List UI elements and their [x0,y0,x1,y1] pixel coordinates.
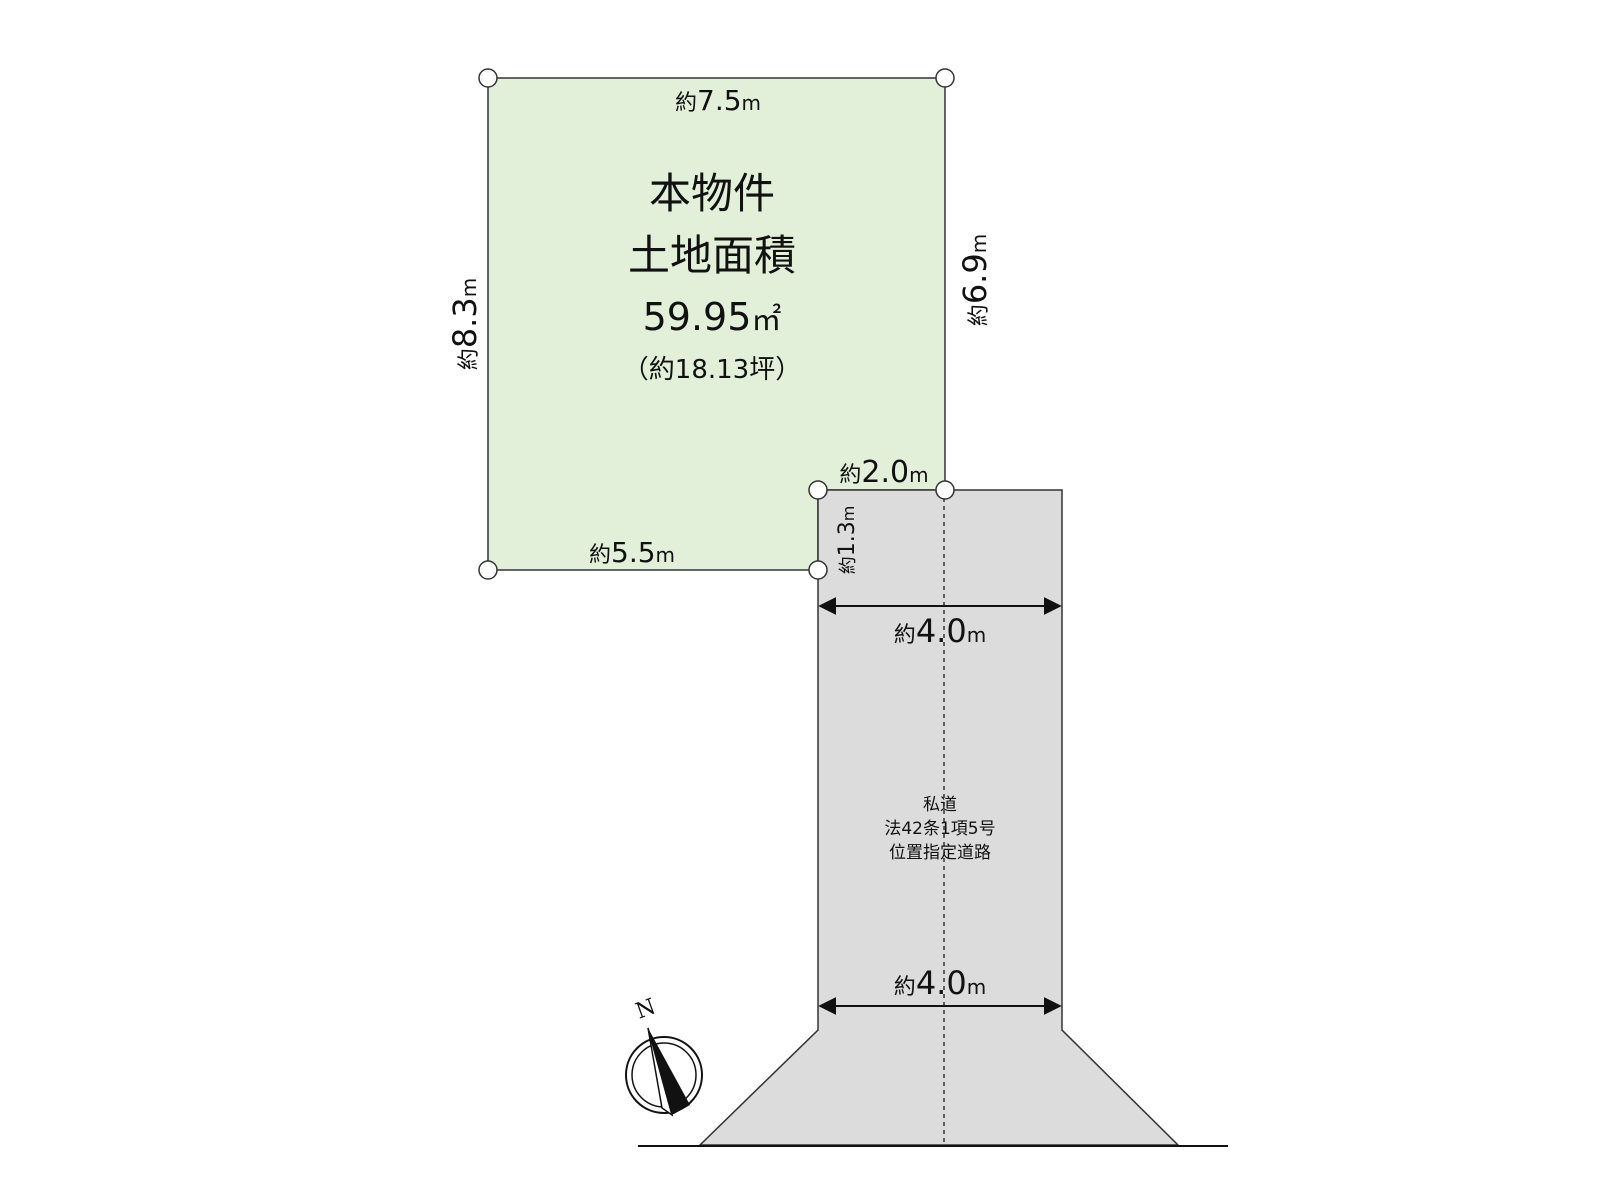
lot-title-line2: 土地面積 [628,231,796,280]
dim-right: 約6.9m [956,234,994,326]
area-number: 59.95 [643,295,752,339]
corner-marker [935,68,955,88]
dim-prefix: 約 [457,348,482,370]
lot-area-value: 59.95㎡ [643,295,782,339]
dim-value: 1.3 [835,521,860,556]
dim-value: 4.0 [916,612,967,650]
dim-value: 2.0 [861,455,909,490]
dim-prefix: 約 [894,975,916,1000]
dim-value: 8.3 [446,297,484,348]
dim-unit: m [909,463,928,487]
lot-area-tsubo: （約18.13坪） [623,355,801,385]
dim-value: 4.0 [916,964,967,1002]
road-label-line3: 位置指定道路 [889,843,991,863]
compass-label: N [633,994,660,1024]
dim-value: 5.5 [611,536,656,569]
dim-prefix: 約 [839,463,861,488]
dim-prefix: 約 [894,623,916,648]
road-label-line1: 私道 [923,795,957,815]
dim-bottom: 約5.5m [589,536,675,569]
corner-marker [808,480,828,500]
dim-prefix: 約 [675,91,697,116]
dim-prefix: 約 [838,556,859,574]
dim-notch-top: 約2.0m [839,455,928,490]
dim-unit: m [967,623,986,647]
north-arrow-icon: N [625,994,703,1117]
lot-title-line1: 本物件 [649,169,775,218]
dim-unit: m [967,975,986,999]
dim-prefix: 約 [589,543,611,568]
dim-notch-side: 約1.3m [835,506,860,575]
dim-top: 約7.5m [675,84,761,117]
corner-marker [935,480,955,500]
dim-prefix: 約 [967,304,992,326]
area-unit: ㎡ [751,303,781,338]
dim-unit: m [742,91,761,115]
dim-value: 6.9 [956,253,994,304]
dim-unit: m [967,234,991,253]
private-road [698,489,1180,1146]
dim-left: 約8.3m [446,278,484,370]
corner-marker [478,68,498,88]
corner-markers [478,68,955,580]
dim-unit: m [457,278,481,297]
dim-unit: m [656,543,675,567]
corner-marker [478,560,498,580]
dim-road-lower: 約4.0m [894,964,986,1002]
dim-road-upper: 約4.0m [894,612,986,650]
dim-unit: m [839,506,858,522]
corner-marker [808,560,828,580]
road-label-line2: 法42条1項5号 [884,819,995,839]
dim-value: 7.5 [697,84,742,117]
